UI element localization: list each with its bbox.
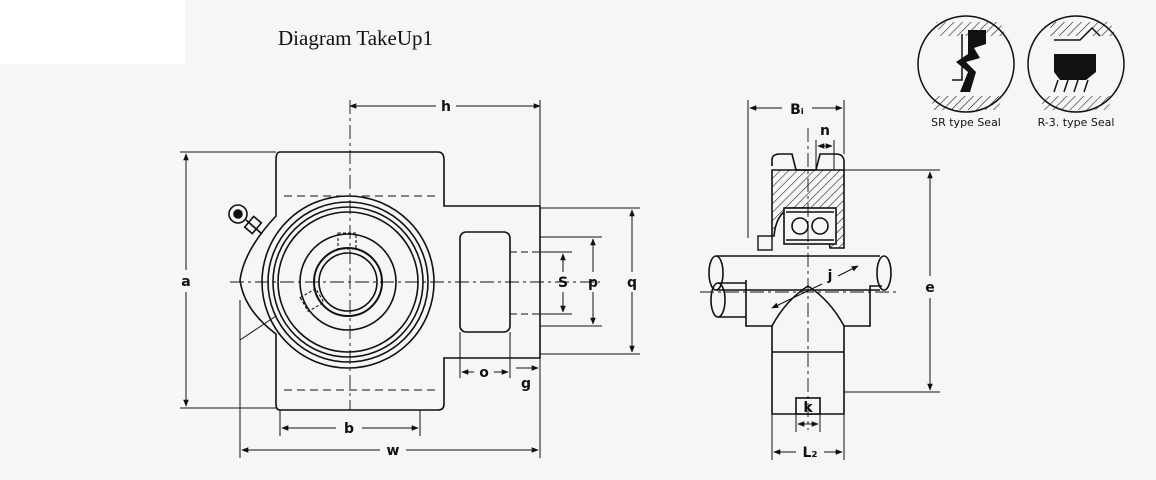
seal-caption-r3: R-3. type Seal (1038, 116, 1115, 129)
side-dimensions (747, 100, 940, 460)
dim-label-p: p (588, 275, 598, 291)
grease-nipple (228, 204, 263, 235)
drawing-sheet-background (185, 0, 1156, 480)
dim-label-g: g (521, 376, 531, 392)
dim-label-s: S (558, 275, 568, 291)
dim-label-e: e (925, 280, 935, 296)
seal-inset-r3 (1027, 15, 1125, 113)
side-view (700, 128, 900, 430)
seal-caption-sr: SR type Seal (931, 116, 1001, 129)
dim-label-q: q (627, 275, 637, 291)
dim-label-l2: L₂ (802, 445, 817, 461)
shaft (716, 255, 880, 291)
lower-housing (745, 280, 882, 415)
dim-label-w: w (387, 443, 400, 459)
dim-label-n: n (820, 123, 830, 139)
dim-label-j: j (827, 268, 833, 284)
dim-label-k: k (803, 400, 813, 416)
seal-inset-sr (917, 15, 1015, 113)
dim-label-o: o (479, 365, 489, 381)
dim-label-h: h (441, 99, 451, 115)
dim-label-b: b (344, 421, 354, 437)
drawing-sheet-margin (0, 64, 185, 480)
dim-label-a: a (181, 274, 190, 290)
dim-label-bi: Bᵢ (790, 102, 804, 118)
front-view (228, 100, 600, 411)
front-dimensions (180, 100, 640, 458)
diagram-title: Diagram TakeUp1 (278, 26, 434, 50)
housing-outline (239, 151, 541, 411)
